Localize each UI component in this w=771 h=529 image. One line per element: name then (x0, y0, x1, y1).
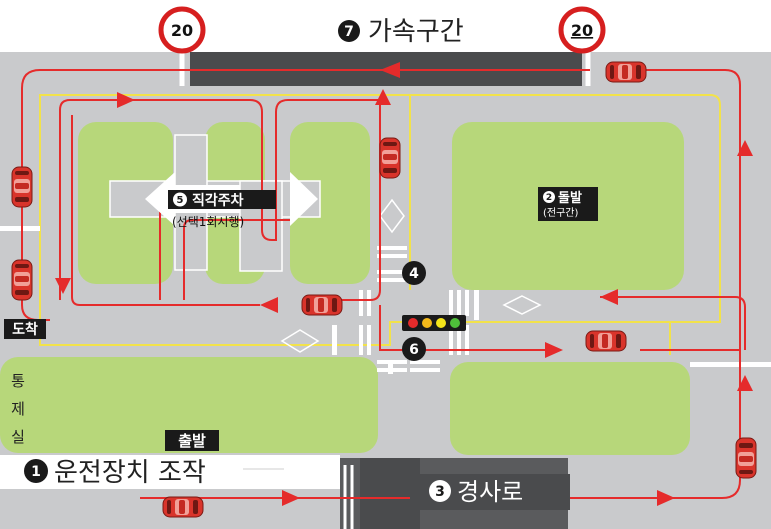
arrive-label: 도착 (4, 319, 46, 339)
svg-text:운전장치 조작: 운전장치 조작 (54, 458, 206, 488)
svg-text:(선택1회시행): (선택1회시행) (172, 214, 244, 229)
intersection-top-badge: 4 (402, 261, 426, 285)
traffic-light (402, 315, 466, 331)
grass-block (0, 357, 378, 453)
start-label: 출발 (165, 430, 219, 451)
car (11, 259, 33, 301)
svg-text:2: 2 (546, 193, 552, 203)
svg-text:직각주차: 직각주차 (192, 192, 244, 209)
route-arrow (55, 62, 753, 506)
svg-text:5: 5 (177, 195, 184, 206)
control-room-label: 통 제 실 (11, 372, 25, 446)
svg-text:20: 20 (171, 21, 193, 40)
car (585, 330, 627, 352)
basic-operation-label: 1 운전장치 조작 (0, 455, 340, 489)
svg-text:제: 제 (11, 400, 25, 418)
svg-text:6: 6 (409, 342, 419, 358)
svg-text:통: 통 (11, 372, 25, 390)
svg-text:경사로: 경사로 (457, 478, 523, 506)
grass-block (290, 122, 370, 284)
svg-text:1: 1 (31, 464, 41, 480)
intersection-bottom-badge: 6 (402, 337, 426, 361)
svg-text:4: 4 (409, 266, 419, 282)
svg-text:3: 3 (435, 484, 445, 500)
svg-text:도착: 도착 (12, 321, 38, 338)
parking-label: 5 직각주차 (선택1회시행) (168, 190, 276, 229)
lane-line (39, 94, 721, 346)
car (162, 496, 204, 518)
car (301, 294, 343, 316)
bump-label: 2 돌발 (전구간) (538, 187, 598, 221)
diamond-marking (280, 198, 542, 353)
svg-text:출발: 출발 (178, 432, 206, 450)
slope-label: 3 경사로 (410, 474, 570, 510)
grass-block (450, 362, 690, 455)
svg-text:(전구간): (전구간) (543, 207, 579, 219)
car (605, 61, 647, 83)
svg-text:20: 20 (571, 21, 593, 40)
speed-sign-right: 20 (561, 9, 603, 51)
svg-text:실: 실 (11, 428, 25, 446)
car (379, 137, 401, 179)
car (735, 437, 757, 479)
svg-text:7: 7 (344, 24, 354, 40)
svg-text:돌발: 돌발 (558, 190, 582, 206)
speed-sign-left: 20 (161, 9, 203, 51)
car (11, 166, 33, 208)
title-label: 7 가속구간 (338, 17, 464, 47)
title-band (0, 0, 771, 52)
svg-text:가속구간: 가속구간 (368, 17, 464, 47)
